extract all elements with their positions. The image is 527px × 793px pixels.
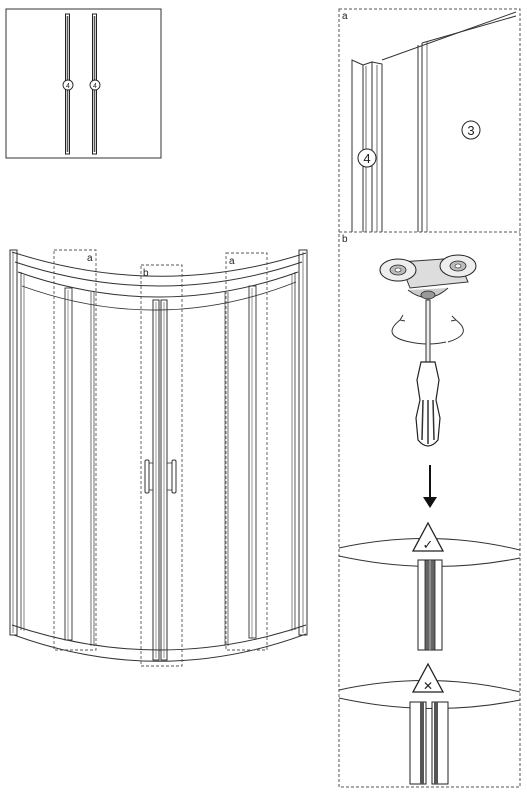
adjustment-screw <box>420 290 436 300</box>
parts-box: 4 4 <box>5 8 162 159</box>
callout-tag-b-center: b <box>143 268 149 279</box>
left-wall-profile <box>9 249 18 636</box>
roller-assembly <box>379 254 477 300</box>
callout-box-a-right <box>225 252 268 651</box>
part-label-2: 4 <box>93 83 97 90</box>
callout-tag-a-right: a <box>229 256 235 267</box>
left-door-handle <box>144 459 150 494</box>
shower-enclosure <box>9 249 308 667</box>
correct-install-detail: ✓ <box>338 521 521 651</box>
warning-triangle-cross-icon <box>411 662 445 693</box>
check-symbol: ✓ <box>423 537 434 552</box>
callout-box-a-left <box>53 249 97 651</box>
cross-symbol: ✕ <box>423 679 433 693</box>
detail-a-label-3: 3 <box>467 123 474 138</box>
detail-b-tag: b <box>342 234 348 245</box>
part-label-1: 4 <box>66 83 70 90</box>
callout-tag-a-left: a <box>87 253 93 264</box>
detail-a-label-4: 4 <box>363 151 370 166</box>
screwdriver-icon <box>415 299 441 447</box>
down-arrow-icon <box>423 465 437 508</box>
center-door-profile-right <box>160 299 168 661</box>
center-door-profile-left <box>152 299 160 661</box>
warning-triangle-check-icon <box>411 521 445 552</box>
right-door-handle <box>171 459 177 494</box>
detail-a-drawing: 4 3 <box>351 11 517 232</box>
detail-a-tag: a <box>342 11 348 22</box>
wrong-install-detail: ✕ <box>338 662 521 785</box>
rotation-arrows <box>391 314 464 345</box>
detail-panel: a 4 3 b <box>338 8 521 788</box>
callout-box-b-center <box>140 264 183 667</box>
